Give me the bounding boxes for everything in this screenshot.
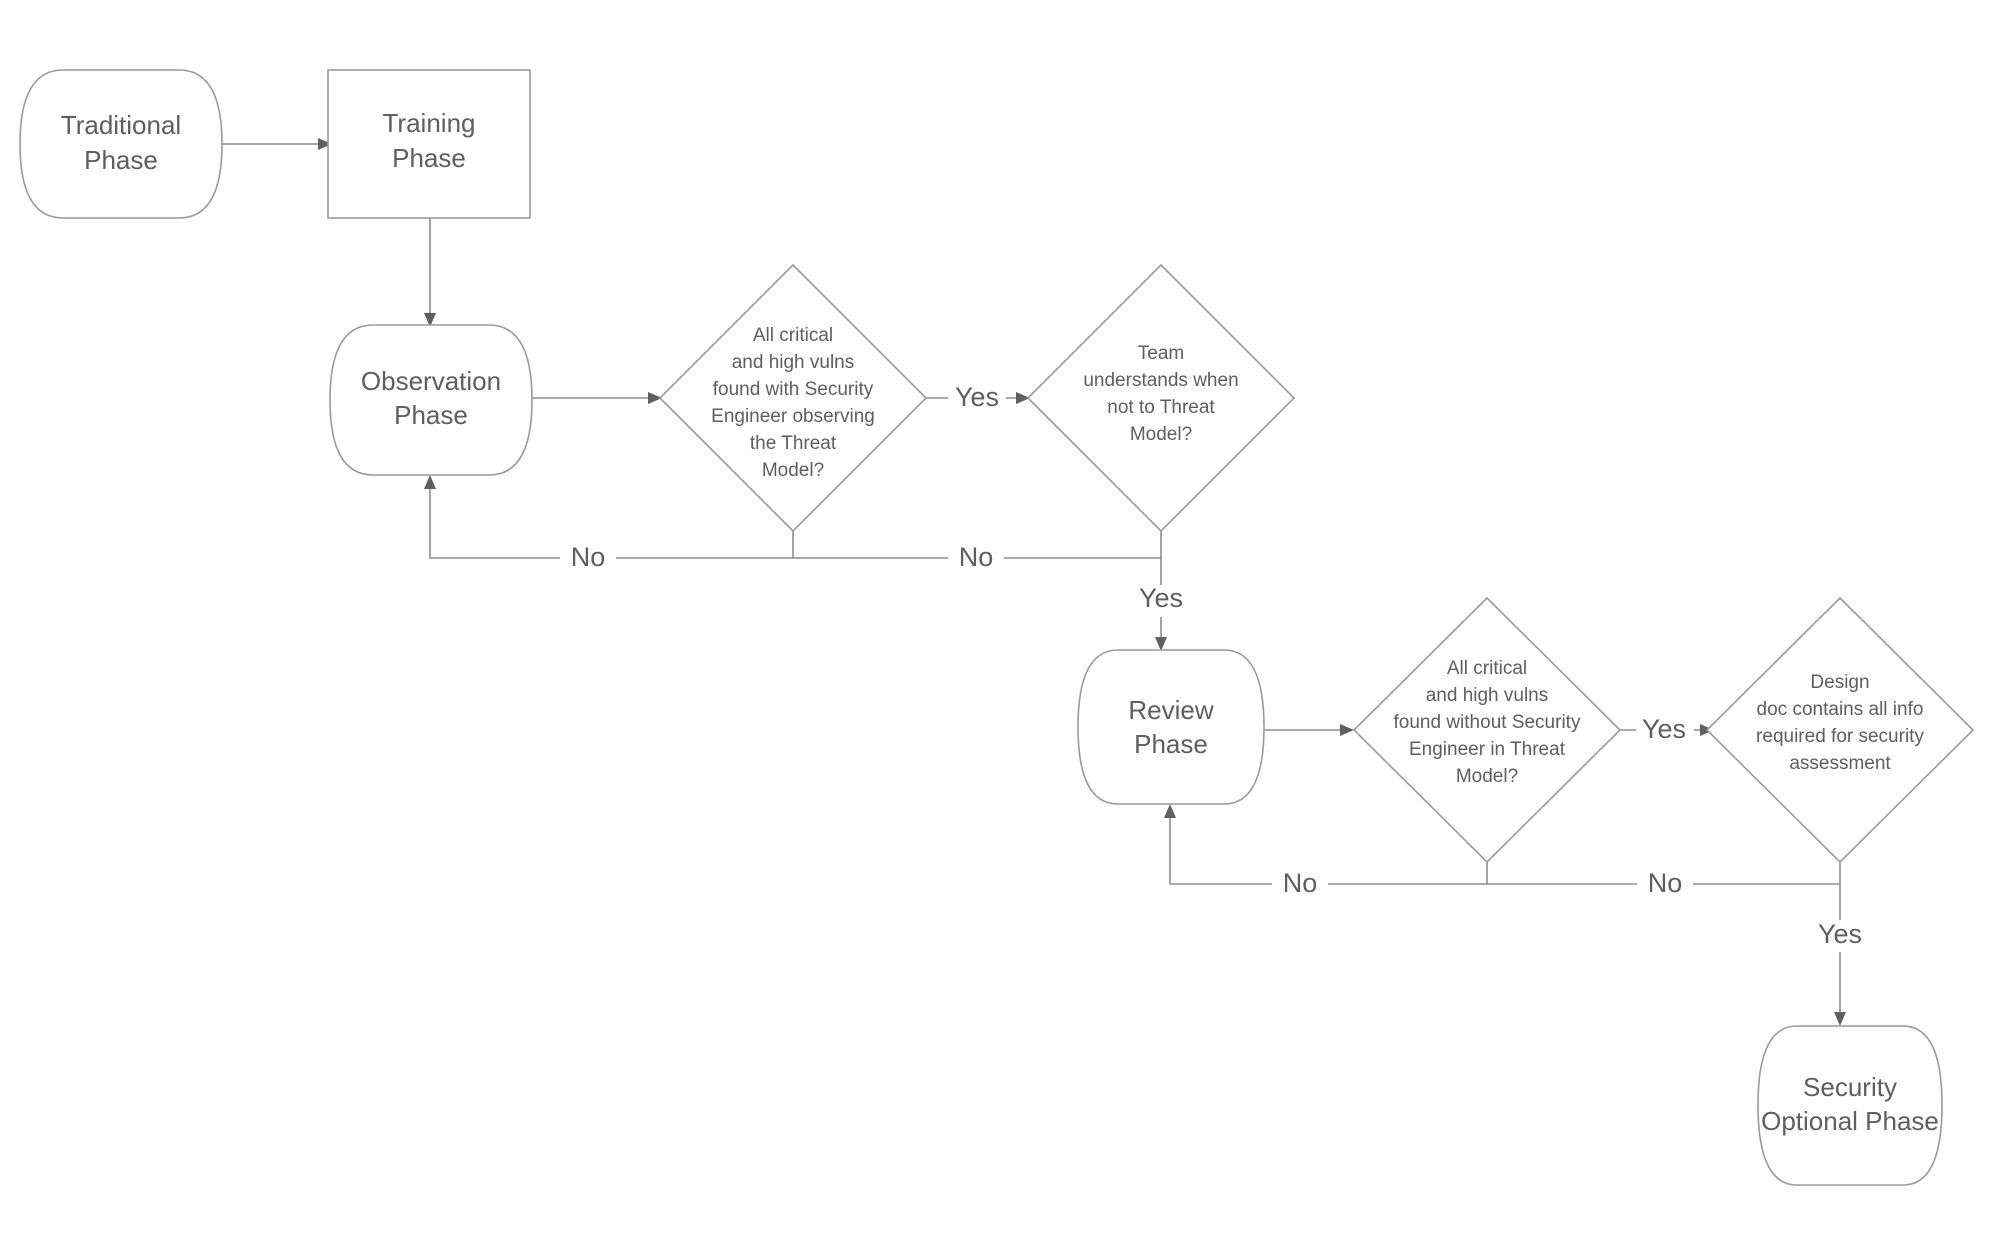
training-phase-label-line2: Phase bbox=[392, 143, 466, 173]
decision-design-doc-shape[interactable] bbox=[1705, 596, 1975, 864]
decision-observing-label-line6: Model? bbox=[762, 460, 824, 481]
edge-decision-team-yes: Yes bbox=[1132, 558, 1190, 651]
arrowhead-icon bbox=[1155, 637, 1167, 651]
decision-team-label-line3: not to Threat bbox=[1107, 397, 1215, 418]
decision-without-engineer-shape[interactable] bbox=[1352, 596, 1622, 864]
edge-label-backdrop bbox=[1637, 868, 1693, 900]
edge-decision-observing-yes: Yes bbox=[926, 382, 1030, 414]
decision-without-label-line4: Engineer in Threat bbox=[1409, 739, 1566, 760]
arrowhead-icon bbox=[1340, 724, 1354, 736]
security-optional-phase-label-line1: Security bbox=[1803, 1072, 1897, 1102]
node-observation-phase[interactable]: Observation Phase bbox=[329, 324, 533, 476]
edge-decision-without-no: No bbox=[1164, 804, 1488, 900]
edge-training-to-observation bbox=[424, 218, 436, 327]
edge-observation-to-decision-observing bbox=[532, 392, 662, 404]
observation-phase-label-line2: Phase bbox=[394, 400, 468, 430]
edge-label-yes-observing-to-team: Yes bbox=[955, 382, 999, 412]
arrowhead-icon bbox=[424, 475, 436, 489]
decision-without-label-line2: and high vulns bbox=[1426, 685, 1549, 706]
observation-phase-shape[interactable] bbox=[329, 324, 533, 476]
node-traditional-phase[interactable]: Traditional Phase bbox=[19, 69, 223, 219]
arrowhead-icon bbox=[318, 138, 332, 150]
edge-label-backdrop bbox=[948, 382, 1006, 414]
decision-without-label-line1: All critical bbox=[1447, 658, 1527, 679]
decision-observing-label-line2: and high vulns bbox=[732, 352, 855, 373]
decision-observing-label-line1: All critical bbox=[753, 325, 833, 346]
edge-label-yes-team-to-review: Yes bbox=[1139, 583, 1183, 613]
arrowhead-icon bbox=[424, 313, 436, 327]
security-optional-phase-shape[interactable] bbox=[1757, 1025, 1943, 1186]
edge-label-backdrop bbox=[1636, 714, 1694, 746]
training-phase-label-line1: Training bbox=[383, 108, 476, 138]
node-decision-design-doc[interactable]: Design doc contains all info required fo… bbox=[1705, 596, 1975, 864]
decision-observing-label-line5: the Threat bbox=[750, 433, 837, 454]
decision-without-label-line5: Model? bbox=[1456, 766, 1518, 787]
arrowhead-icon bbox=[648, 392, 662, 404]
security-optional-phase-label-line2: Optional Phase bbox=[1761, 1106, 1939, 1136]
decision-observing-shape[interactable] bbox=[658, 263, 928, 533]
node-review-phase[interactable]: Review Phase bbox=[1077, 649, 1265, 805]
edge-decision-design-no: No bbox=[1487, 862, 1841, 900]
edge-label-backdrop bbox=[1272, 868, 1328, 900]
arrowhead-icon bbox=[1164, 804, 1176, 818]
arrowhead-icon bbox=[1834, 1012, 1846, 1026]
decision-team-label-line4: Model? bbox=[1130, 424, 1192, 445]
training-phase-shape[interactable] bbox=[327, 69, 531, 219]
arrowhead-icon bbox=[1016, 392, 1030, 404]
edge-review-to-decision-without bbox=[1264, 724, 1354, 736]
review-phase-shape[interactable] bbox=[1077, 649, 1265, 805]
node-decision-without-engineer[interactable]: All critical and high vulns found withou… bbox=[1352, 596, 1622, 864]
edge-traditional-to-training bbox=[222, 138, 332, 150]
decision-team-understands-shape[interactable] bbox=[1026, 263, 1296, 533]
decision-observing-label-line3: found with Security bbox=[713, 379, 874, 400]
review-phase-label-line1: Review bbox=[1128, 695, 1213, 725]
decision-team-label-line1: Team bbox=[1138, 343, 1184, 364]
edge-line bbox=[1169, 818, 1488, 885]
node-security-optional-phase[interactable]: Security Optional Phase bbox=[1757, 1025, 1943, 1186]
edge-label-yes-design-to-security: Yes bbox=[1818, 919, 1862, 949]
decision-design-label-line4: assessment bbox=[1789, 753, 1891, 774]
decision-design-label-line3: required for security bbox=[1756, 726, 1924, 747]
edge-label-backdrop bbox=[1811, 920, 1869, 952]
node-decision-team-understands[interactable]: Team understands when not to Threat Mode… bbox=[1026, 263, 1296, 533]
edge-label-backdrop bbox=[1132, 585, 1190, 617]
traditional-phase-label-line2: Phase bbox=[84, 145, 158, 175]
decision-observing-label-line4: Engineer observing bbox=[711, 406, 875, 427]
edge-decision-design-yes: Yes bbox=[1811, 884, 1869, 1026]
decision-design-label-line2: doc contains all info bbox=[1757, 699, 1924, 720]
edge-label-no-team-to-observation: No bbox=[959, 542, 994, 572]
traditional-phase-shape[interactable] bbox=[19, 69, 223, 219]
edge-decision-without-yes: Yes bbox=[1620, 714, 1714, 746]
edge-label-backdrop bbox=[560, 542, 616, 574]
observation-phase-label-line1: Observation bbox=[361, 366, 501, 396]
review-phase-label-line2: Phase bbox=[1134, 729, 1208, 759]
traditional-phase-label-line1: Traditional bbox=[61, 110, 181, 140]
edge-label-yes-without-to-design: Yes bbox=[1642, 714, 1686, 744]
decision-design-label-line1: Design bbox=[1810, 672, 1869, 693]
edge-label-no-design-to-review: No bbox=[1648, 868, 1683, 898]
edge-label-backdrop bbox=[948, 542, 1004, 574]
edge-label-no-observing-to-observation: No bbox=[571, 542, 606, 572]
edge-decision-team-no: No bbox=[793, 531, 1162, 574]
decision-team-label-line2: understands when bbox=[1083, 370, 1238, 391]
decision-without-label-line3: found without Security bbox=[1394, 712, 1581, 733]
edge-label-no-without-to-review: No bbox=[1283, 868, 1318, 898]
node-decision-observing[interactable]: All critical and high vulns found with S… bbox=[658, 263, 928, 533]
edge-decision-observing-no: No bbox=[424, 475, 794, 574]
node-training-phase[interactable]: Training Phase bbox=[327, 69, 531, 219]
